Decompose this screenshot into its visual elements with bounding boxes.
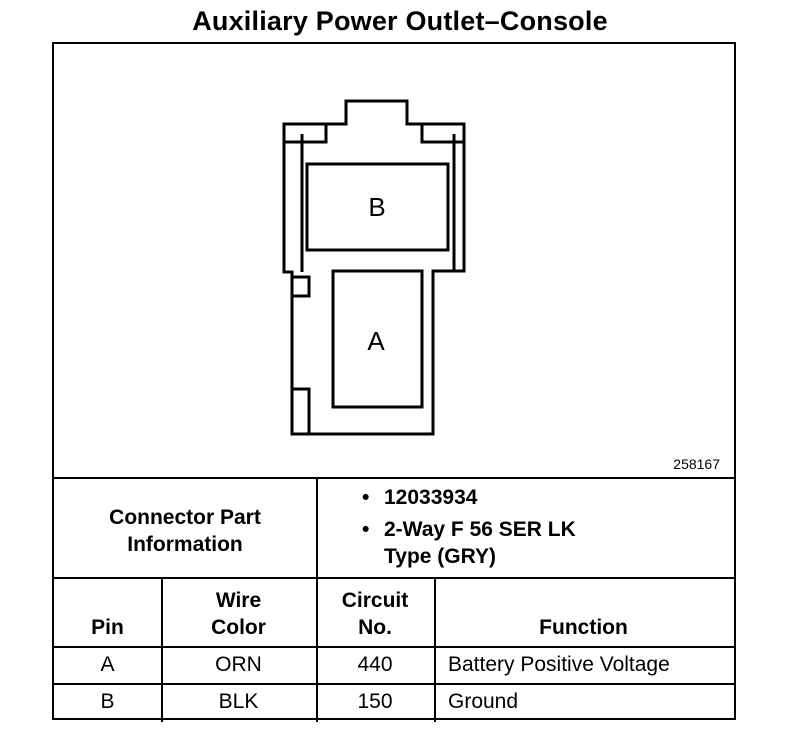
connector-info-label-line2: Information <box>127 533 243 556</box>
cavity-b-label: B <box>368 192 385 222</box>
cavity-a-label: A <box>367 326 385 356</box>
header-circuit-line1: Circuit <box>341 589 409 612</box>
column-divider-1 <box>316 477 318 722</box>
row-a-wire-color: ORN <box>215 653 262 676</box>
divider-table-header <box>54 577 734 579</box>
list-item: • 2-Way F 56 SER LK Type (GRY) <box>362 516 732 570</box>
column-divider-2 <box>161 577 163 722</box>
divider-connector-info <box>54 477 734 479</box>
header-circuit-line2: No. <box>358 616 392 639</box>
header-wire-color-line2: Color <box>211 616 266 639</box>
cavity-b <box>305 162 450 252</box>
header-pin: Pin <box>91 616 124 639</box>
row-b-pin: B <box>100 690 115 713</box>
row-b-function: Ground <box>448 690 519 713</box>
part-number: 12033934 <box>384 486 478 509</box>
latch-tab <box>282 122 328 144</box>
header-circuit: Circuit No. <box>316 587 434 641</box>
column-divider-3 <box>434 577 436 722</box>
header-function: Function <box>539 616 628 639</box>
connector-info-bullets: • 12033934 • 2-Way F 56 SER LK Type (GRY… <box>362 484 732 575</box>
key-notch-bottom <box>290 387 311 436</box>
bullet-icon: • <box>362 486 370 509</box>
header-wire-color: Wire Color <box>161 587 316 641</box>
row-a-pin: A <box>100 653 115 676</box>
bullet-icon: • <box>362 518 370 541</box>
row-a-circuit: 440 <box>357 653 393 676</box>
connector-sheet: B A 258167 Connector Part Information • … <box>52 42 736 722</box>
page-title: Auxiliary Power Outlet–Console <box>192 6 608 36</box>
header-wire-color-line1: Wire <box>215 589 262 612</box>
connector-housing-outline <box>282 99 466 436</box>
list-item: • 12033934 <box>362 484 732 511</box>
connector-info-label-line1: Connector Part <box>109 506 261 529</box>
row-b-wire-color: BLK <box>218 690 259 713</box>
drawing-number: 258167 <box>673 456 720 472</box>
row-a-function: Battery Positive Voltage <box>448 653 670 676</box>
divider-row-a <box>54 646 734 648</box>
connector-face-drawing: B A <box>282 99 466 436</box>
cavity-a <box>331 269 424 409</box>
divider-row-b <box>54 683 734 685</box>
key-notch-top <box>290 275 311 298</box>
connector-type-line1: 2-Way F 56 SER LK <box>384 518 576 541</box>
latch-tab-right <box>420 122 466 144</box>
connector-info-label: Connector Part Information <box>54 504 316 558</box>
connector-type-line2: Type (GRY) <box>384 545 497 568</box>
row-b-circuit: 150 <box>357 690 393 713</box>
